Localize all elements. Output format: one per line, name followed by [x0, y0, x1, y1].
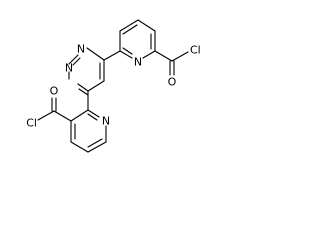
bond — [154, 50, 173, 62]
atom-label-o: O — [50, 85, 59, 98]
bond — [86, 47, 105, 61]
atom-label-cl: Cl — [190, 44, 201, 57]
atom-label-n: N — [102, 115, 110, 128]
bond — [119, 50, 133, 59]
bond — [70, 141, 89, 153]
bond — [122, 47, 133, 55]
bond — [78, 88, 89, 96]
bond — [87, 80, 105, 92]
bond — [122, 24, 138, 35]
bond — [68, 54, 79, 65]
atom-label-o: O — [168, 76, 177, 89]
atom-labels: N N N N O Cl O Cl — [26, 43, 201, 130]
bond — [70, 109, 89, 122]
atom-label-n: N — [77, 43, 85, 56]
bond — [87, 138, 103, 148]
bond — [87, 141, 107, 153]
bond — [53, 110, 72, 122]
bond — [87, 109, 100, 118]
bond — [137, 19, 156, 32]
bond — [119, 19, 139, 32]
atom-label-cl: Cl — [26, 117, 37, 130]
bond — [103, 50, 121, 61]
bond — [142, 50, 156, 59]
bond — [171, 51, 189, 62]
bonds — [37, 19, 189, 153]
atom-label-n: N — [134, 56, 142, 69]
atom-label-n: N — [65, 62, 73, 75]
bond — [72, 57, 81, 66]
bond — [87, 113, 98, 121]
bond — [77, 83, 89, 92]
bond — [37, 110, 55, 121]
chemical-structure: N N N N O Cl O Cl — [26, 19, 201, 153]
